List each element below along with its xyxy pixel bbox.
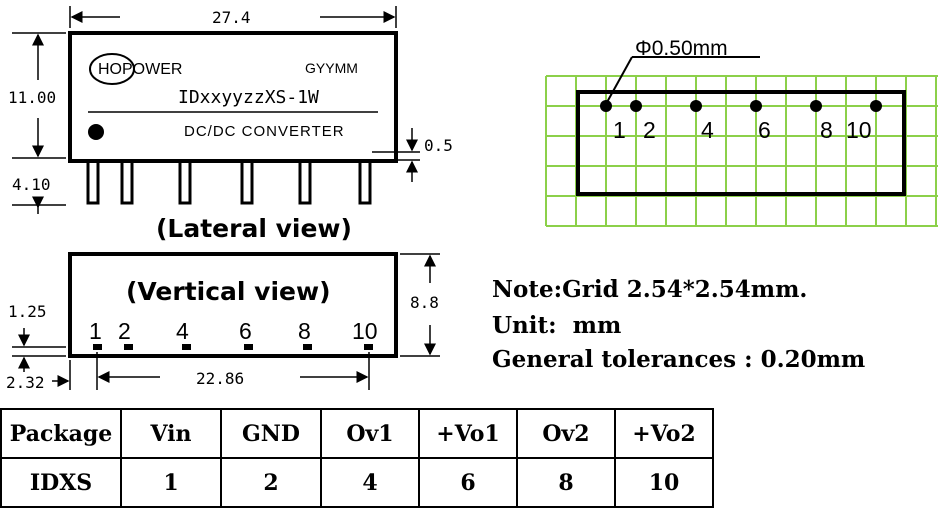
- table-cell: 2: [220, 457, 322, 508]
- dim-pin-thickness: 0.5: [424, 136, 453, 155]
- table-cell: 4: [320, 457, 420, 508]
- brand-logo-ellipse: [89, 53, 135, 85]
- dim-vertical-height: 8.8: [410, 293, 439, 312]
- table-cell: 1: [120, 457, 222, 508]
- pin-assignment-table: Package Vin GND Ov1 +Vo1 Ov2 +Vo2 IDXS 1…: [0, 408, 714, 508]
- lateral-view: HOPOWER GYYMM IDxxyyzzXS-1W DC/DC CONVER…: [8, 6, 453, 243]
- vertical-pin-marks: [93, 344, 373, 350]
- table-cell: 10: [614, 457, 714, 508]
- table-header-cell: +Vo1: [418, 408, 518, 459]
- dim-height: 11.00: [8, 88, 56, 107]
- table-row: IDXS 1 2 4 6 8 10: [0, 457, 714, 508]
- pin-diameter-label: Φ0.50mm: [635, 37, 728, 60]
- grid-pin-2: 2: [643, 117, 656, 143]
- table-row: Package Vin GND Ov1 +Vo1 Ov2 +Vo2: [0, 408, 714, 459]
- table-header-cell: GND: [220, 408, 322, 459]
- grid-pin-8: 8: [820, 117, 833, 143]
- grid-pin-6: 6: [758, 117, 771, 143]
- table-header-cell: Ov1: [320, 408, 420, 459]
- grid-pin-dots: [600, 100, 882, 112]
- grid-lines: [545, 75, 938, 227]
- table-header-cell: Package: [0, 408, 122, 459]
- dim-edge-offset: 2.32: [6, 373, 45, 392]
- vertical-pin-10: 10: [352, 318, 378, 344]
- note-tolerance: General tolerances : 0.20mm: [492, 346, 866, 373]
- note-unit: Unit: mm: [492, 312, 622, 339]
- table-header-cell: Vin: [120, 408, 222, 459]
- lateral-pins: [86, 159, 372, 205]
- lateral-caption: (Lateral view): [156, 214, 352, 243]
- grid-outline: [576, 90, 906, 196]
- vertical-pin-6: 6: [239, 318, 252, 344]
- vertical-pin-2: 2: [118, 318, 131, 344]
- note-grid: Note:Grid 2.54*2.54mm.: [492, 276, 808, 303]
- brand-text: HOPOWER: [98, 61, 182, 78]
- table-cell: 8: [516, 457, 616, 508]
- vertical-body: [68, 252, 398, 358]
- grid-pin-4: 4: [701, 117, 714, 143]
- dim-pin-length: 4.10: [12, 175, 51, 194]
- grid-pin-10: 10: [846, 117, 872, 143]
- converter-type: DC/DC CONVERTER: [184, 123, 345, 140]
- grid-view: 1 2 4 6 8 10 Φ0.50mm: [545, 37, 938, 227]
- table-header-cell: +Vo2: [614, 408, 714, 459]
- table-cell: 6: [418, 457, 518, 508]
- diameter-leader: [605, 56, 633, 105]
- pin1-marker-dot: [88, 124, 104, 140]
- vertical-pin-1: 1: [89, 318, 102, 344]
- dim-pin-span: 22.86: [196, 369, 244, 388]
- dim-pin-offset: 1.25: [8, 302, 47, 321]
- table-header-cell: Ov2: [516, 408, 616, 459]
- vertical-pin-8: 8: [298, 318, 311, 344]
- table-cell: IDXS: [0, 457, 122, 508]
- grid-pin-1: 1: [613, 117, 626, 143]
- vertical-pin-4: 4: [176, 318, 189, 344]
- vertical-view: (Vertical view) 1 2 4 6 8 10 8.8 1.25: [6, 252, 440, 392]
- dim-length: 27.4: [212, 8, 251, 27]
- lateral-body: [68, 31, 398, 163]
- date-code: GYYMM: [305, 60, 358, 76]
- vertical-caption: (Vertical view): [126, 277, 331, 306]
- model-number: IDxxyyzzXS-1W: [178, 87, 319, 108]
